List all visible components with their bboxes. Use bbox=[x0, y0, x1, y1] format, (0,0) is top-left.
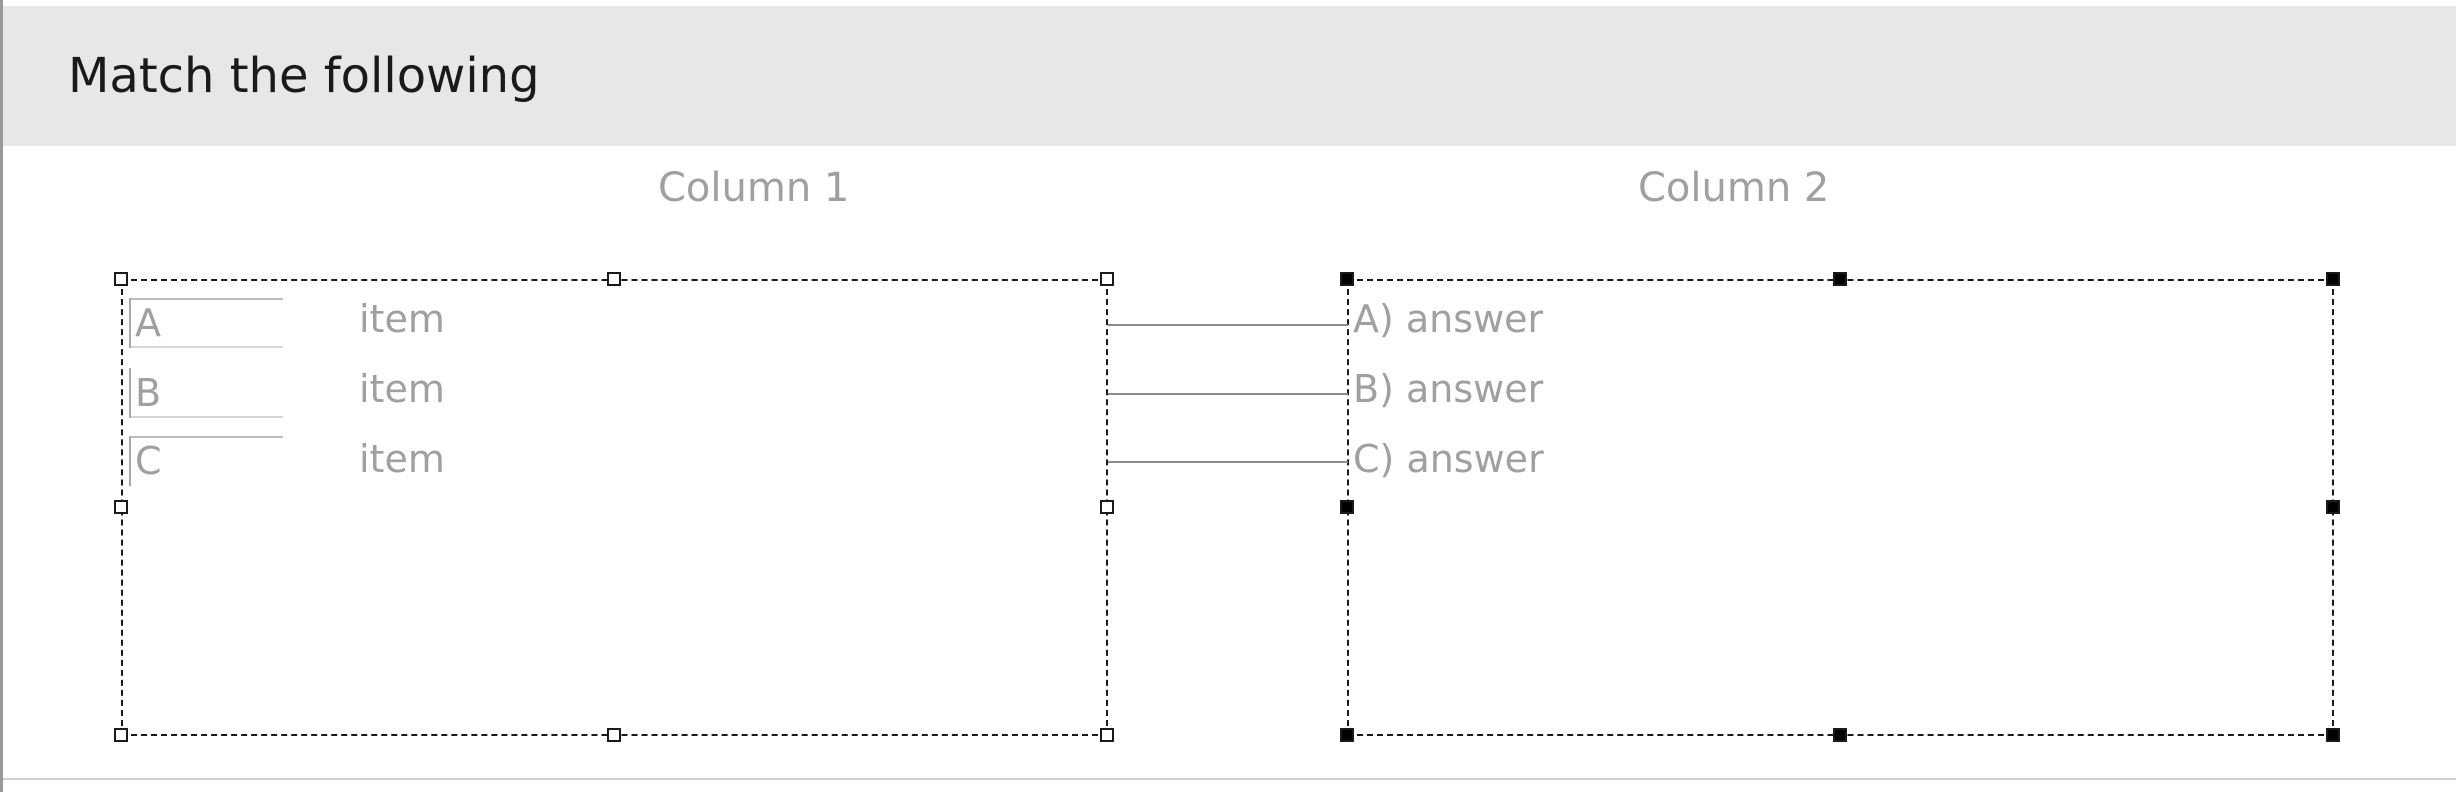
answer-b: B) answer bbox=[1353, 367, 1544, 411]
resize-handle[interactable] bbox=[114, 500, 128, 514]
letter-label: B bbox=[135, 371, 162, 415]
answer-c: C) answer bbox=[1353, 437, 1544, 481]
letter-box-a[interactable]: A bbox=[129, 298, 283, 348]
letter-box-c[interactable]: C bbox=[129, 436, 283, 486]
resize-handle[interactable] bbox=[1100, 500, 1114, 514]
letter-label: C bbox=[135, 439, 162, 483]
resize-handle[interactable] bbox=[1340, 728, 1354, 742]
connector-line bbox=[1108, 324, 1348, 326]
resize-handle[interactable] bbox=[114, 272, 128, 286]
resize-handle[interactable] bbox=[2326, 272, 2340, 286]
column-1-header: Column 1 bbox=[658, 165, 850, 211]
resize-handle[interactable] bbox=[2326, 728, 2340, 742]
resize-handle[interactable] bbox=[1340, 272, 1354, 286]
column-2-frame[interactable] bbox=[1347, 279, 2334, 736]
footer-divider bbox=[3, 778, 2456, 780]
letter-box-b[interactable]: B bbox=[129, 368, 283, 418]
resize-handle[interactable] bbox=[2326, 500, 2340, 514]
resize-handle[interactable] bbox=[1100, 272, 1114, 286]
resize-handle[interactable] bbox=[607, 728, 621, 742]
item-text-b: item bbox=[359, 367, 445, 411]
resize-handle[interactable] bbox=[1340, 500, 1354, 514]
question-header: Match the following bbox=[3, 6, 2456, 146]
question-title: Match the following bbox=[68, 48, 540, 104]
item-text-a: item bbox=[359, 297, 445, 341]
resize-handle[interactable] bbox=[1833, 728, 1847, 742]
resize-handle[interactable] bbox=[1100, 728, 1114, 742]
item-text-c: item bbox=[359, 437, 445, 481]
resize-handle[interactable] bbox=[1833, 272, 1847, 286]
letter-label: A bbox=[135, 301, 161, 345]
column-2-header: Column 2 bbox=[1638, 165, 1830, 211]
connector-line bbox=[1108, 461, 1348, 463]
connector-line bbox=[1108, 393, 1348, 395]
resize-handle[interactable] bbox=[114, 728, 128, 742]
resize-handle[interactable] bbox=[607, 272, 621, 286]
answer-a: A) answer bbox=[1353, 297, 1544, 341]
